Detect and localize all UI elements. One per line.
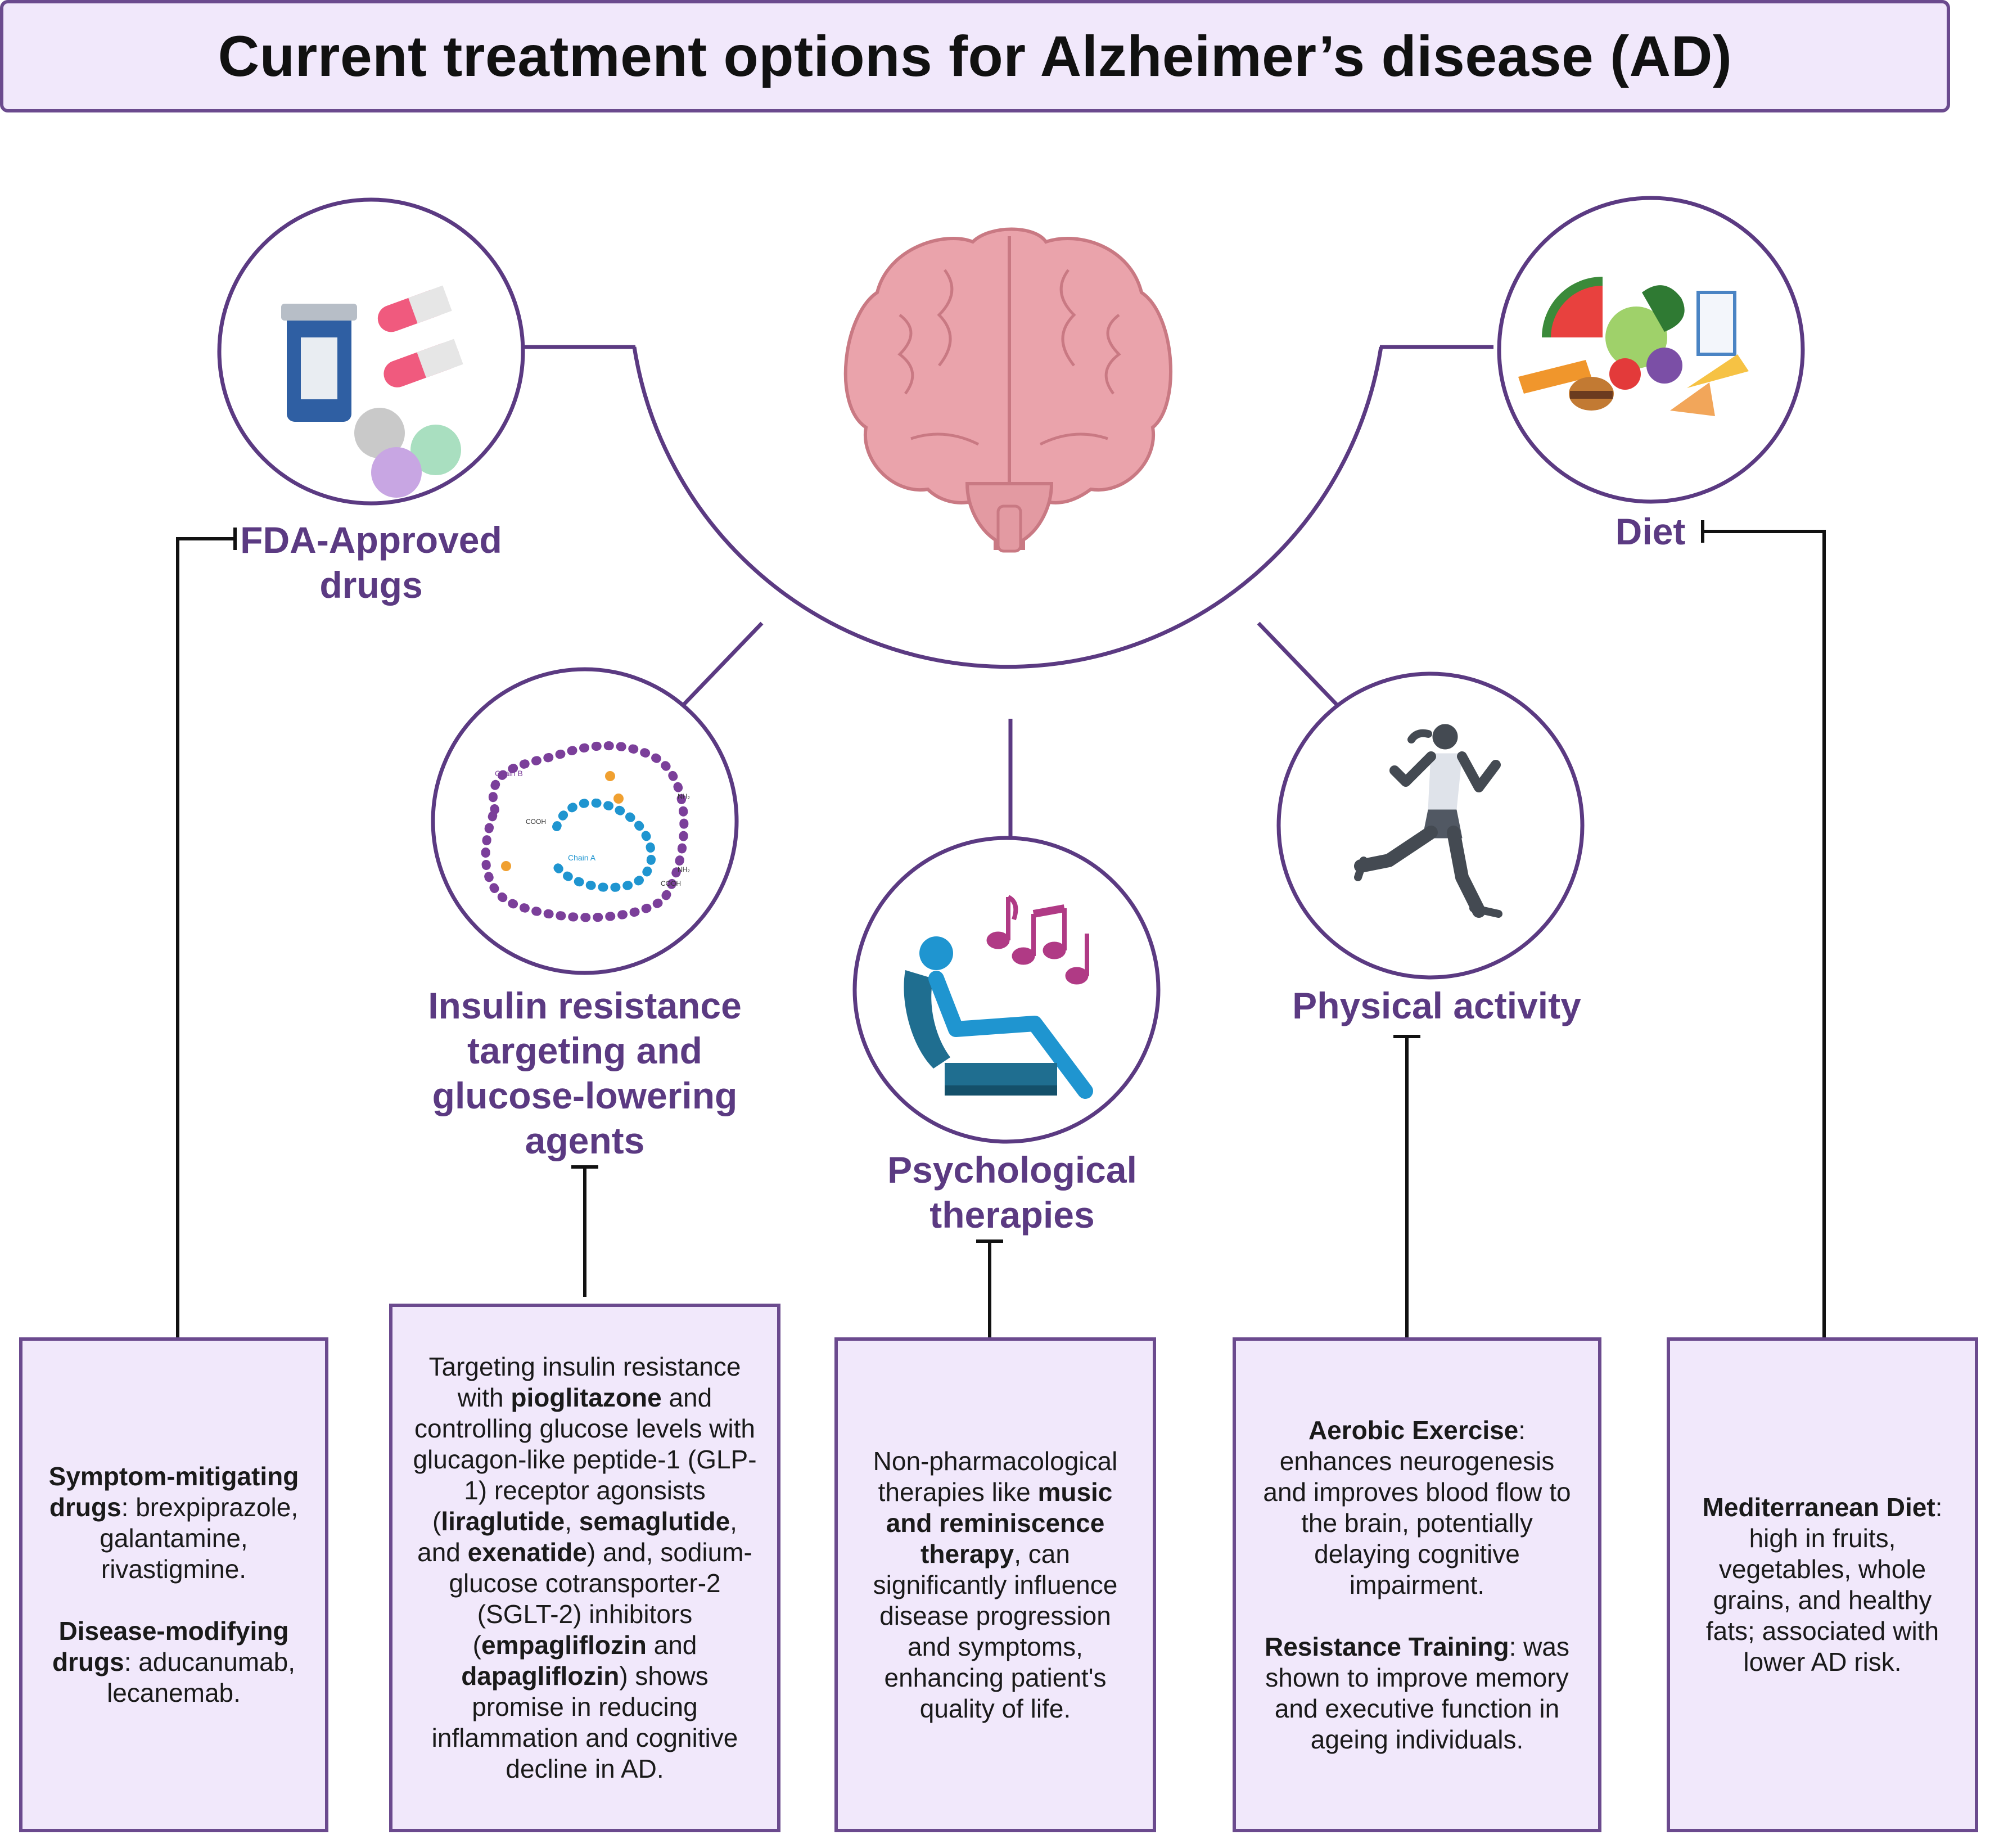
text: : brexpiprazole, galantamine, rivastigmi… (100, 1493, 299, 1584)
text-bold: liraglutide (441, 1507, 565, 1536)
diagram-title: Current treatment options for Alzheimer’… (218, 24, 1732, 88)
connector-fda (176, 537, 235, 1337)
circle-psych (852, 836, 1161, 1144)
label-physical-activity: Physical activity (1292, 985, 1581, 1026)
text: : was shown to improve memory and execut… (1265, 1631, 1569, 1754)
text: , (565, 1507, 579, 1536)
text-bold: Symptom-mitigating drugs (48, 1462, 299, 1522)
text-bold: Resistance Training (1265, 1631, 1509, 1661)
food-icon (1518, 277, 1749, 416)
text-bold: Aerobic Exercise (1308, 1415, 1519, 1445)
cooh-label-2: COOH (661, 880, 681, 887)
text: : aducanumab, lecanemab. (107, 1647, 296, 1707)
box-physical: Aerobic Exercise: enhances neurogenesis … (1233, 1337, 1601, 1832)
text-bold: empagliflozin (481, 1630, 647, 1660)
circle-insulin (431, 667, 739, 975)
text: and controlling glucose levels with gluc… (413, 1383, 757, 1536)
central-arc (632, 346, 1383, 669)
title-banner: Current treatment options for Alzheimer’… (0, 0, 1950, 112)
music-therapy-icon (904, 895, 1093, 1099)
text-bold: exenatide (467, 1538, 587, 1567)
label-psychological-therapies: Psychological therapies (887, 1149, 1137, 1236)
pills-icon (281, 285, 463, 498)
text: , can significantly influence disease pr… (873, 1539, 1118, 1723)
runner-icon (1354, 724, 1502, 918)
box-psych: Non-pharmacological therapies like music… (834, 1337, 1156, 1832)
text-bold: semaglutide (579, 1507, 730, 1536)
label-fda-approved-drugs: FDA-Approved drugs (240, 519, 502, 606)
circle-fda (217, 197, 525, 506)
nh2-label-2: NH₂ (678, 866, 690, 873)
text-bold: pioglitazone (511, 1383, 662, 1412)
text: and (646, 1630, 697, 1660)
chain-b-label: Chain B (495, 769, 523, 778)
box-diet: Mediterranean Diet: high in fruits, vege… (1667, 1337, 1978, 1832)
label-insulin-resistance: Insulin resistance targeting and glucose… (428, 985, 742, 1161)
box-fda-drugs: Symptom-mitigating drugs: brexpiprazole,… (19, 1337, 328, 1832)
text: ) and, sodium-glucose cotransporter-2 (S… (449, 1538, 752, 1660)
text: Non-pharmacological therapies like (873, 1446, 1118, 1507)
spoke-physical (1257, 621, 1343, 711)
connector-diet (1703, 530, 1826, 1337)
insulin-chain-icon: Chain B Chain A COOH COOH NH₂ NH₂ (481, 741, 690, 922)
text-bold: Mediterranean Diet (1702, 1493, 1935, 1522)
text-bold: Disease-modifying drugs (52, 1616, 289, 1676)
text: ) shows promise in reducing inflammation… (431, 1661, 738, 1783)
text-bold: music and reminiscence therapy (886, 1477, 1113, 1568)
cooh-label-1: COOH (526, 818, 546, 826)
chain-a-label: Chain A (568, 853, 596, 862)
nh2-label-1: NH₂ (678, 792, 690, 800)
brain-icon (843, 227, 1172, 553)
text: Targeting insulin resistance with (428, 1352, 741, 1412)
text: , and (417, 1507, 737, 1567)
label-diet: Diet (1615, 511, 1686, 552)
text-bold: dapagliflozin (461, 1661, 620, 1691)
spoke-insulin (677, 621, 764, 711)
text: : high in fruits, vegetables, whole grai… (1705, 1493, 1943, 1676)
box-insulin: Targeting insulin resistance with piogli… (389, 1304, 780, 1832)
text: : enhances neurogenesis and improves blo… (1263, 1415, 1571, 1599)
